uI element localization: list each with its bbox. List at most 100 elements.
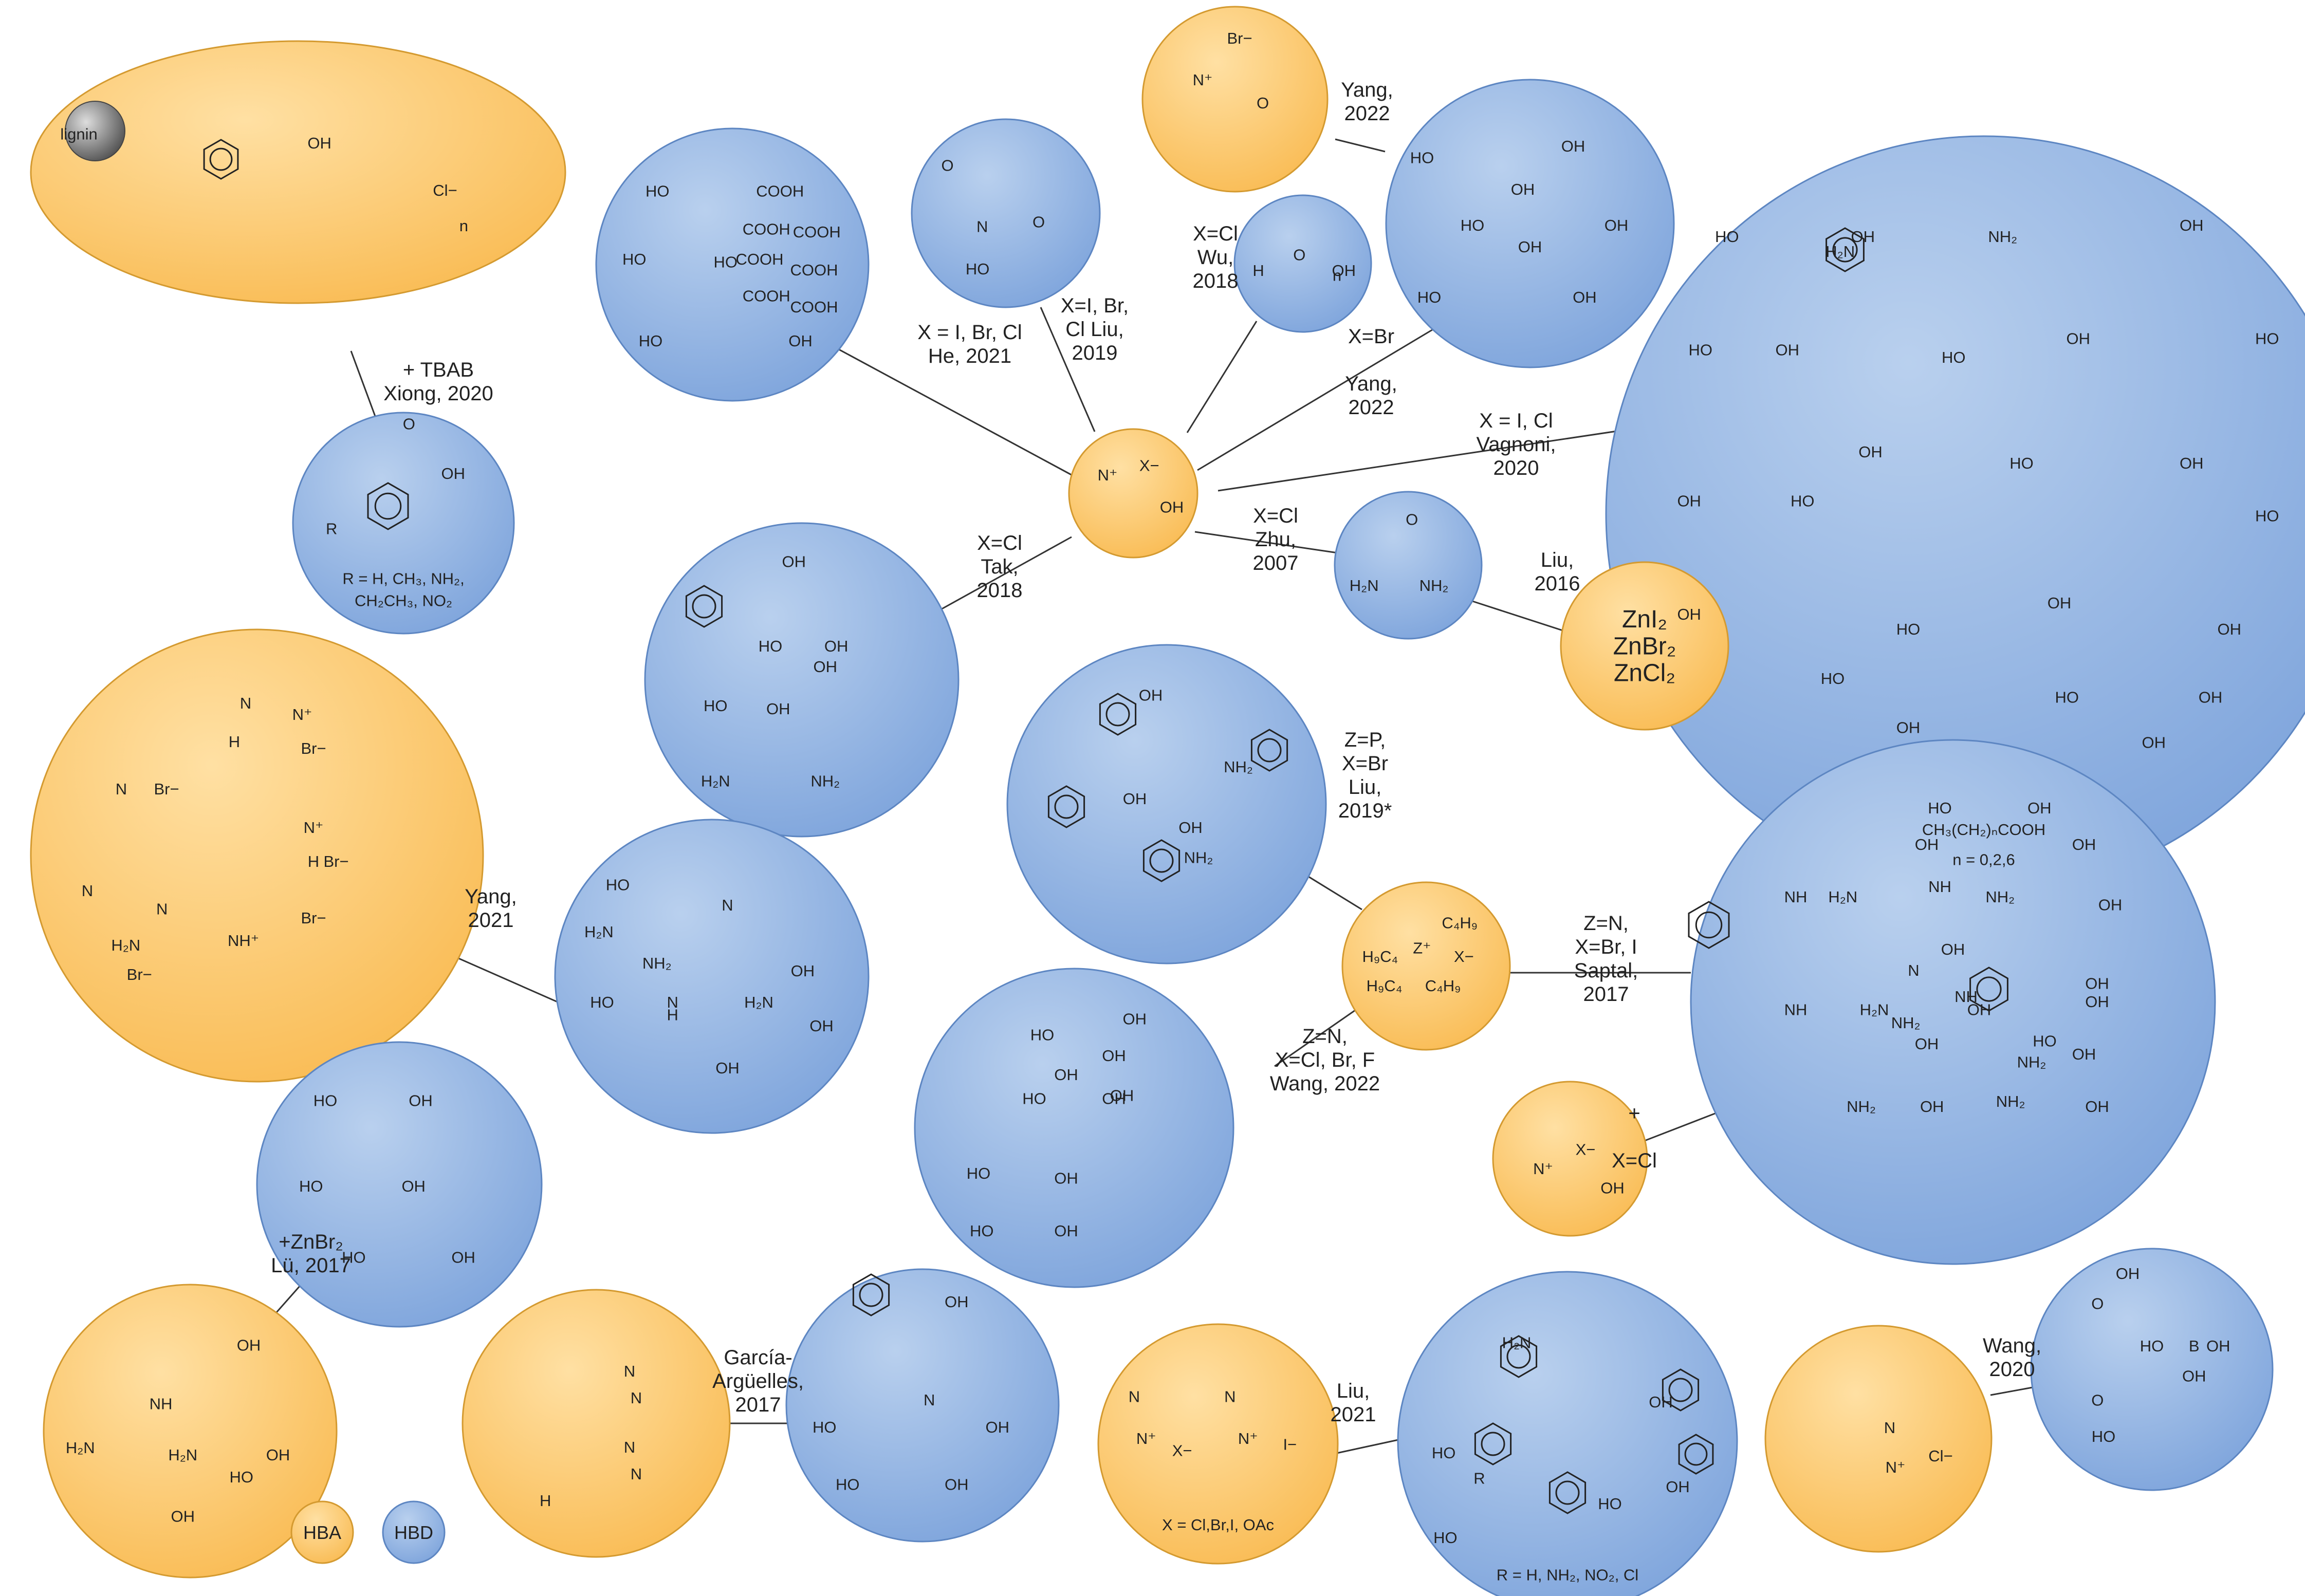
connector-line [1336, 1438, 1404, 1454]
benzyl-mdea-atom-label: OH [945, 1475, 969, 1493]
peg-atom-label: n [1333, 266, 1341, 284]
big-acids-atom-label: OH [2048, 594, 2072, 612]
connection-label: X=Cl [1612, 1149, 1657, 1172]
connection-label: Yang, [1345, 373, 1397, 395]
connector-line [1644, 1109, 1725, 1142]
aromatic-ring-sketch [1105, 702, 1130, 727]
imidazolium-circle [1097, 1323, 1339, 1565]
benzene-ring-sketch [1142, 839, 1181, 882]
dbu-salts-circle [30, 628, 484, 1083]
aromatic-ring-sketch [209, 147, 233, 171]
zn-salts-atom-label: ZnCl₂ [1614, 659, 1675, 686]
imidazolium-atom-label: N⁺ [1238, 1430, 1258, 1447]
aromatic-ring-sketch [374, 492, 402, 520]
connection-label: Wang, [1983, 1334, 2041, 1357]
acids-top-atom-label: OH [788, 332, 813, 350]
aromatic-ring-sketch [692, 594, 716, 619]
choline-small-atom-label: OH [1600, 1179, 1625, 1197]
acids-top-atom-label: COOH [743, 220, 790, 238]
aromatic-ring-sketch [1976, 976, 2002, 1002]
dbu-salts-atom-label: Br− [154, 780, 179, 798]
dbu-salts-atom-label: H [308, 852, 319, 870]
amino-acids-atom-label: OH [2085, 1098, 2109, 1116]
connection-label: 2019* [1338, 800, 1392, 822]
big-acids-atom-label: OH [1851, 228, 1875, 246]
citric-wang-atom-label: OH [1054, 1222, 1078, 1240]
big-acids-atom-label: OH [2180, 454, 2204, 472]
amino-acids-circle [1690, 739, 2216, 1265]
aromatic-ring-sketch [1481, 1432, 1505, 1456]
phenols-liu-atom-label: HO [1432, 1444, 1456, 1462]
connection-label: Cl Liu, [1065, 318, 1123, 341]
dbu-salts-atom-label: H₂N [111, 936, 140, 954]
amino-acids-atom-label: OH [1915, 836, 1939, 853]
phenols-liu-atom-label: H₂N [1502, 1334, 1532, 1352]
phenols-liu-atom-label: OH [1666, 1478, 1690, 1496]
benzene-ring-sketch [1548, 1471, 1587, 1514]
connection-label: Liu, [1349, 776, 1382, 799]
amino-acids-atom-label: NH [1784, 1001, 1808, 1019]
amino-acids-atom-label: OH [1967, 1001, 1991, 1019]
aromatic-ring-sketch [1506, 1344, 1531, 1369]
amino-acids-atom-label: HO [2033, 1032, 2057, 1050]
choline-center-atom-label: OH [1160, 498, 1184, 516]
connection-label: 2007 [1253, 552, 1299, 574]
amino-acids-atom-label: OH [2085, 993, 2109, 1011]
phosphonium-atom-label: C₄H₉ [1442, 914, 1478, 932]
connection-label: Yang, [1341, 79, 1393, 101]
lignin-hba-atom-label: n [459, 217, 468, 235]
dbu-tbd-circle [462, 1289, 731, 1558]
tak-hbd-atom-label: OH [766, 700, 790, 718]
imidazolium-atom-label: I− [1283, 1436, 1297, 1454]
connection-label: 2018 [977, 579, 1023, 602]
aromatic-ring-sketch [1695, 911, 1723, 939]
malic-glycerol-circle [1385, 79, 1675, 368]
big-acids-atom-label: OH [1677, 492, 1701, 510]
phenols-liu-atom-label: R [1473, 1470, 1485, 1488]
tak-hbd-atom-label: HO [704, 697, 728, 715]
tak-hbd-atom-label: HO [759, 637, 783, 655]
phenols-mid-atom-label: OH [1123, 790, 1147, 808]
glutaric-boric-atom-label: OH [2182, 1367, 2206, 1385]
peg-atom-label: H [1252, 262, 1264, 280]
malic-glycerol-atom-label: HO [1410, 149, 1434, 166]
amino-acids-atom-label: NH [1928, 878, 1951, 896]
aromatic-ring-sketch [1054, 794, 1079, 819]
dbu-salts-atom-label: N [116, 780, 127, 798]
malic-glycerol-atom-label: OH [1605, 216, 1629, 234]
succinimide-atom-label: HO [966, 260, 990, 278]
urea-atom-label: H₂N [1350, 577, 1379, 595]
citric-wang-circle [914, 968, 1234, 1288]
benzene-ring-sketch [1662, 1368, 1700, 1412]
connection-label: Wu, [1197, 246, 1233, 269]
phenols-mid-atom-label: OH [1178, 819, 1203, 837]
citric-wang-atom-label: HO [1030, 1026, 1055, 1044]
phenols-liu-atom-label: R = H, NH₂, NO₂, Cl [1497, 1566, 1638, 1584]
big-acids-atom-label: OH [1677, 605, 1701, 623]
acetylcholine-atom-label: N⁺ [1193, 71, 1213, 89]
dbu-tbd-atom-label: N [624, 1362, 635, 1380]
connection-label: Lü, 2017 [271, 1254, 351, 1277]
oxalic-zn-atom-label: OH [401, 1177, 426, 1195]
benzoic-r-circle [292, 412, 515, 635]
amino-acids-atom-label: H₂N [1860, 1001, 1889, 1019]
connector-line [1990, 1386, 2033, 1396]
bmim-circle [1764, 1325, 1993, 1553]
acids-top-atom-label: HO [714, 253, 738, 271]
urea-atom-label: O [1406, 510, 1418, 528]
connection-label: Z=N, [1302, 1025, 1348, 1048]
connection-label: 2016 [1535, 572, 1580, 595]
glutaric-boric-atom-label: B [2189, 1337, 2200, 1355]
urea-circle [1334, 491, 1483, 640]
connection-label: + [1628, 1102, 1640, 1125]
glutaric-boric-circle [2030, 1248, 2274, 1491]
citric-wang-atom-label: HO [967, 1164, 991, 1182]
connector-line [827, 342, 1082, 481]
legend-hba-swatch [290, 1500, 354, 1564]
phosphonium-atom-label: H₉C₄ [1362, 948, 1398, 966]
amino-acids-atom-label: OH [1941, 940, 1965, 958]
connector-line [1218, 423, 1666, 492]
glutaric-boric-atom-label: O [2091, 1391, 2104, 1409]
connection-label: X=Br, I [1575, 936, 1637, 958]
amino-acids-atom-label: NH₂ [1891, 1014, 1921, 1032]
